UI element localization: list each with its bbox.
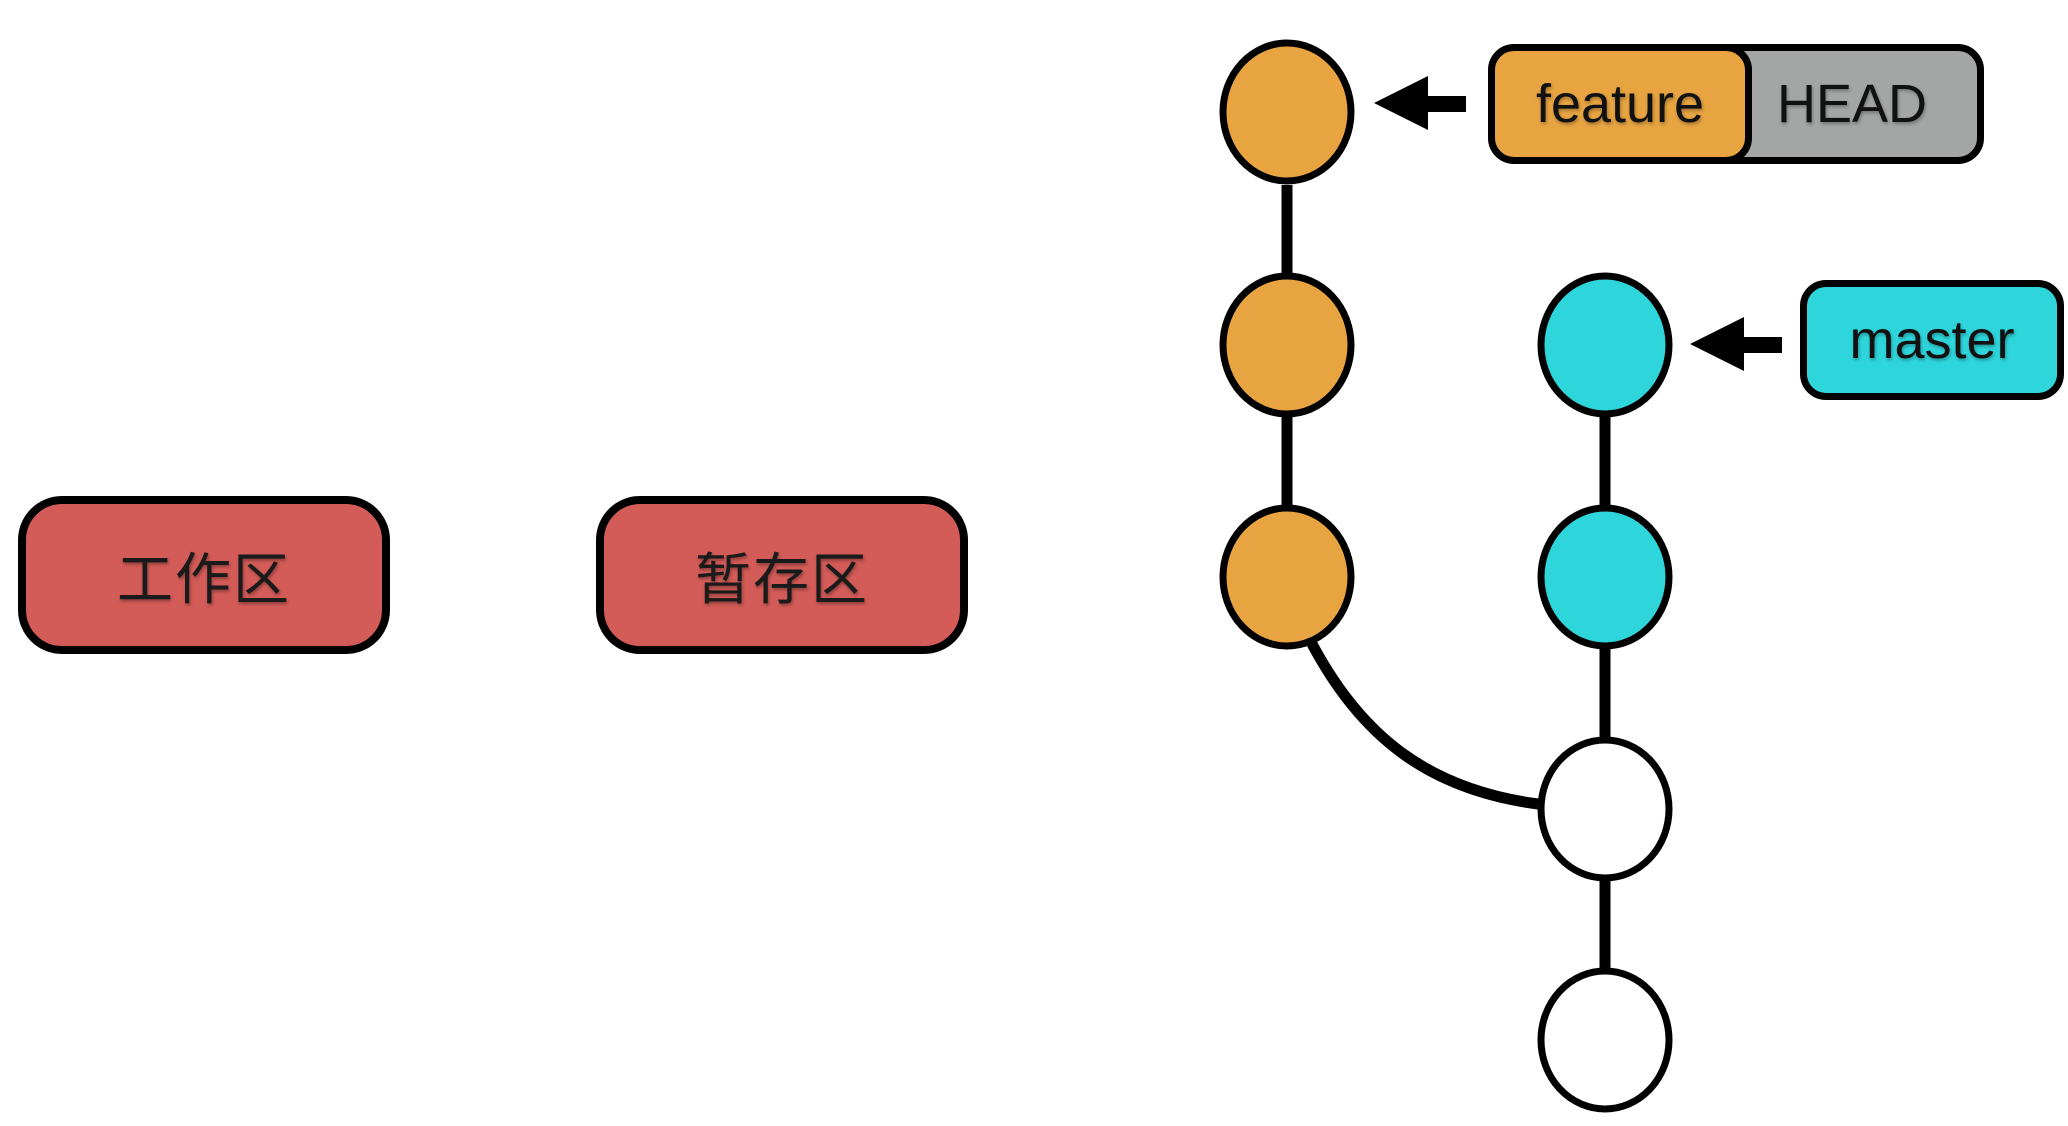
staging-area-label: 暂存区 <box>695 547 869 613</box>
working-area-box: 工作区 <box>18 496 390 654</box>
commit-b2 <box>1537 736 1673 882</box>
master-branch-label: master <box>1800 280 2064 400</box>
working-area-label: 工作区 <box>117 547 291 613</box>
commit-b1 <box>1537 967 1673 1113</box>
feature-branch-text: feature <box>1535 74 1705 134</box>
commit-m1 <box>1537 504 1673 650</box>
commit-f1 <box>1219 504 1355 650</box>
master-branch-text: master <box>1849 310 2015 370</box>
head-ref-text: HEAD <box>1776 74 1927 134</box>
feature-branch-label: feature <box>1488 44 1752 164</box>
arrow-to-master-commit <box>1690 317 1782 371</box>
staging-area-box: 暂存区 <box>596 496 968 654</box>
commit-m2 <box>1537 272 1673 418</box>
edge-f1-b2-merge-curve <box>1305 637 1539 810</box>
arrow-to-feature-commit <box>1374 76 1466 130</box>
commit-f3 <box>1219 39 1355 185</box>
commit-f2 <box>1219 272 1355 418</box>
